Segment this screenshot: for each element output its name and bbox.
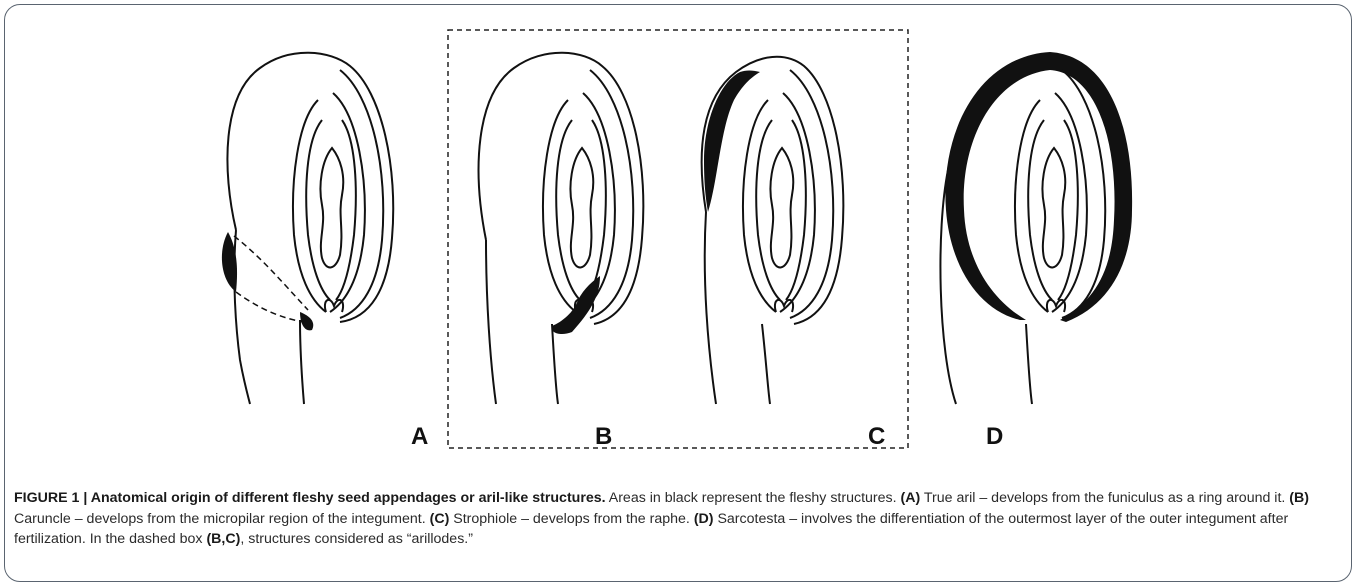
arillode-dashed-box: [448, 30, 908, 448]
seed-illustration: A B C D: [0, 0, 1358, 480]
caption-bc-label: (B,C): [206, 531, 240, 547]
caption-b-label: (B): [1289, 490, 1309, 506]
panel-a-drawing: A: [222, 53, 428, 450]
caption-intro: Areas in black represent the fleshy stru…: [606, 490, 901, 506]
caption-d-label: (D): [694, 511, 714, 527]
panel-label-c: C: [868, 423, 885, 450]
panel-label-b: B: [595, 423, 612, 450]
caption-a-label: (A): [901, 490, 921, 506]
caption-bc-text: , structures considered as “arillodes.”: [240, 531, 473, 547]
panel-b-drawing: B: [479, 53, 644, 450]
caption-b-text: Caruncle – develops from the micropilar …: [14, 511, 430, 527]
panel-d-drawing: D: [940, 52, 1132, 450]
strophiole-fleshy: [704, 71, 760, 213]
caption-title: FIGURE 1 | Anatomical origin of differen…: [14, 490, 606, 506]
panel-label-d: D: [986, 423, 1003, 450]
caption-c-text: Strophiole – develops from the raphe.: [449, 511, 694, 527]
caption-a-text: True aril – develops from the funiculus …: [920, 490, 1289, 506]
panel-label-a: A: [411, 423, 428, 450]
caption-c-label: (C): [430, 511, 450, 527]
figure-caption: FIGURE 1 | Anatomical origin of differen…: [14, 488, 1334, 550]
panel-c-drawing: C: [702, 57, 886, 450]
